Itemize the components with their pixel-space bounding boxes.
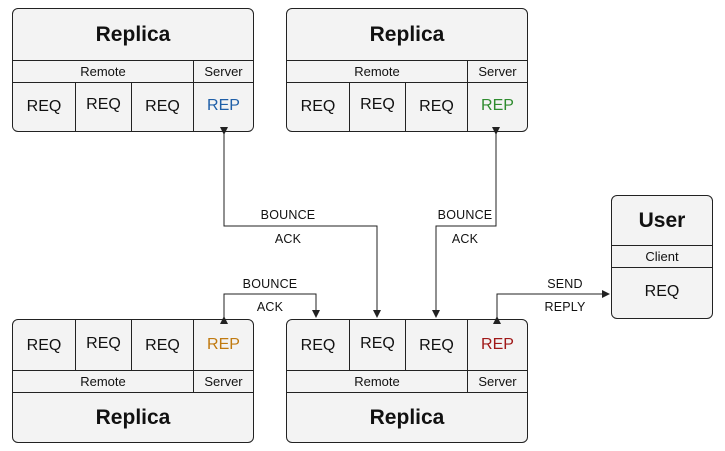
- remote-label: Remote: [80, 374, 126, 389]
- req-cell: REQ: [360, 96, 395, 113]
- rep-cell: REP: [207, 97, 240, 114]
- user-req-cell: REQ: [644, 283, 680, 300]
- server-label: Server: [478, 374, 517, 389]
- req-cell: REQ: [419, 337, 454, 354]
- replica-title: Replica: [369, 22, 445, 46]
- req-cell: REQ: [26, 98, 62, 115]
- user-box: User Client REQ: [611, 195, 713, 319]
- ack-label-c: ACK: [256, 300, 284, 314]
- bounce-label-b: BOUNCE: [437, 208, 493, 222]
- user-title: User: [638, 208, 686, 232]
- req-cell: REQ: [300, 337, 336, 354]
- req-cell: REQ: [300, 98, 336, 115]
- remote-label: Remote: [354, 374, 400, 389]
- server-label: Server: [478, 64, 517, 79]
- req-cell: REQ: [86, 335, 121, 352]
- send-label: SEND: [547, 277, 583, 291]
- server-label: Server: [204, 64, 243, 79]
- replica-title: Replica: [369, 406, 445, 429]
- rep-cell: REP: [481, 336, 514, 353]
- replica-bottom-left: REQ REQ REQ REP Remote Server Replica: [12, 319, 254, 443]
- replica-top-left: Replica Remote Server REQ REQ REQ REP: [12, 8, 254, 132]
- ack-label-b: ACK: [451, 232, 479, 246]
- replica-bottom-right: REQ REQ REQ REP Remote Server Replica: [286, 319, 528, 443]
- bounce-ack-arrow-a: [220, 127, 381, 318]
- reply-label: REPLY: [544, 300, 586, 314]
- bounce-label-a: BOUNCE: [260, 208, 316, 222]
- server-label: Server: [204, 374, 243, 389]
- req-cell: REQ: [360, 335, 395, 352]
- ack-label-a: ACK: [274, 232, 302, 246]
- req-cell: REQ: [145, 337, 180, 354]
- remote-label: Remote: [354, 64, 400, 79]
- req-cell: REQ: [26, 337, 62, 354]
- send-reply-arrow: [493, 290, 610, 324]
- rep-cell: REP: [481, 97, 514, 114]
- rep-cell: REP: [207, 336, 240, 353]
- client-label: Client: [645, 249, 679, 264]
- bounce-label-c: BOUNCE: [242, 277, 298, 291]
- req-cell: REQ: [86, 96, 121, 113]
- replica-title: Replica: [95, 22, 171, 46]
- req-cell: REQ: [145, 98, 180, 115]
- req-cell: REQ: [419, 98, 454, 115]
- bounce-ack-arrow-c: [220, 293, 320, 324]
- replica-title: Replica: [95, 406, 171, 429]
- bounce-ack-arrow-b: [432, 127, 500, 318]
- replica-top-right: Replica Remote Server REQ REQ REQ REP: [286, 8, 528, 132]
- remote-label: Remote: [80, 64, 126, 79]
